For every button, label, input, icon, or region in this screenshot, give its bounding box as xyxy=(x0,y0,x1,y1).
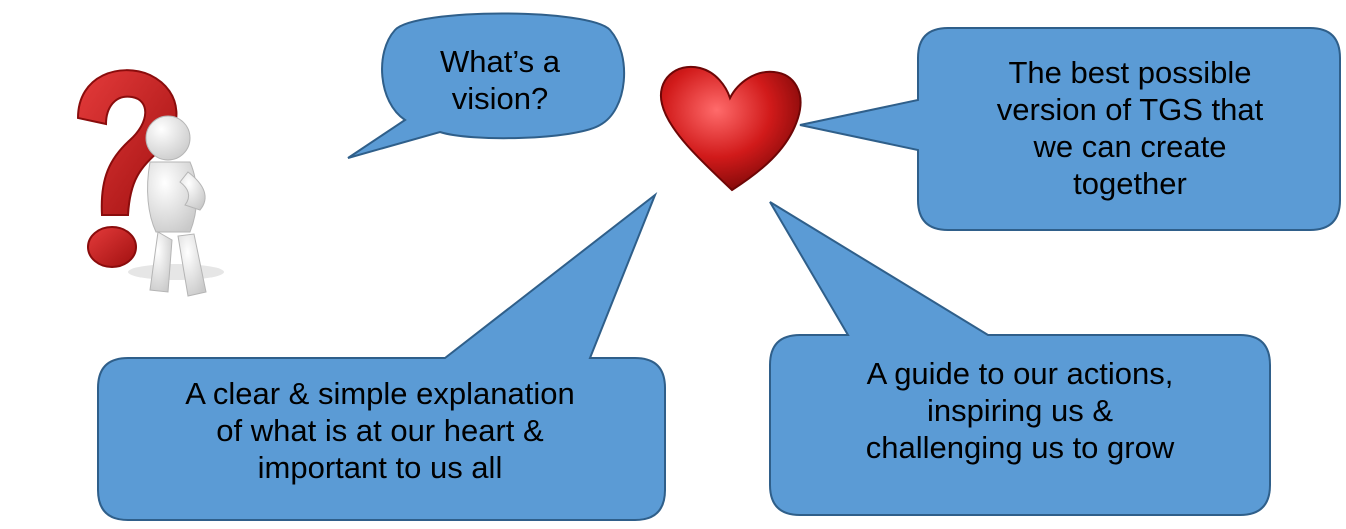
bubble-text-guide: A guide to our actions, inspiring us & c… xyxy=(865,355,1175,465)
bubble-text-explanation: A clear & simple explanation of what is … xyxy=(185,375,575,485)
person-with-question-mark-icon xyxy=(5,40,290,335)
speech-bubble-explanation xyxy=(97,191,666,521)
speech-bubble-guide xyxy=(769,201,1271,516)
heart-icon xyxy=(659,65,802,192)
speech-bubble-vision xyxy=(347,12,626,159)
bubble-text-vision: What’s a vision? xyxy=(439,44,561,116)
speech-bubble-best-version xyxy=(799,27,1341,231)
bubble-text-best-version: The best possible version of TGS that we… xyxy=(996,55,1264,201)
